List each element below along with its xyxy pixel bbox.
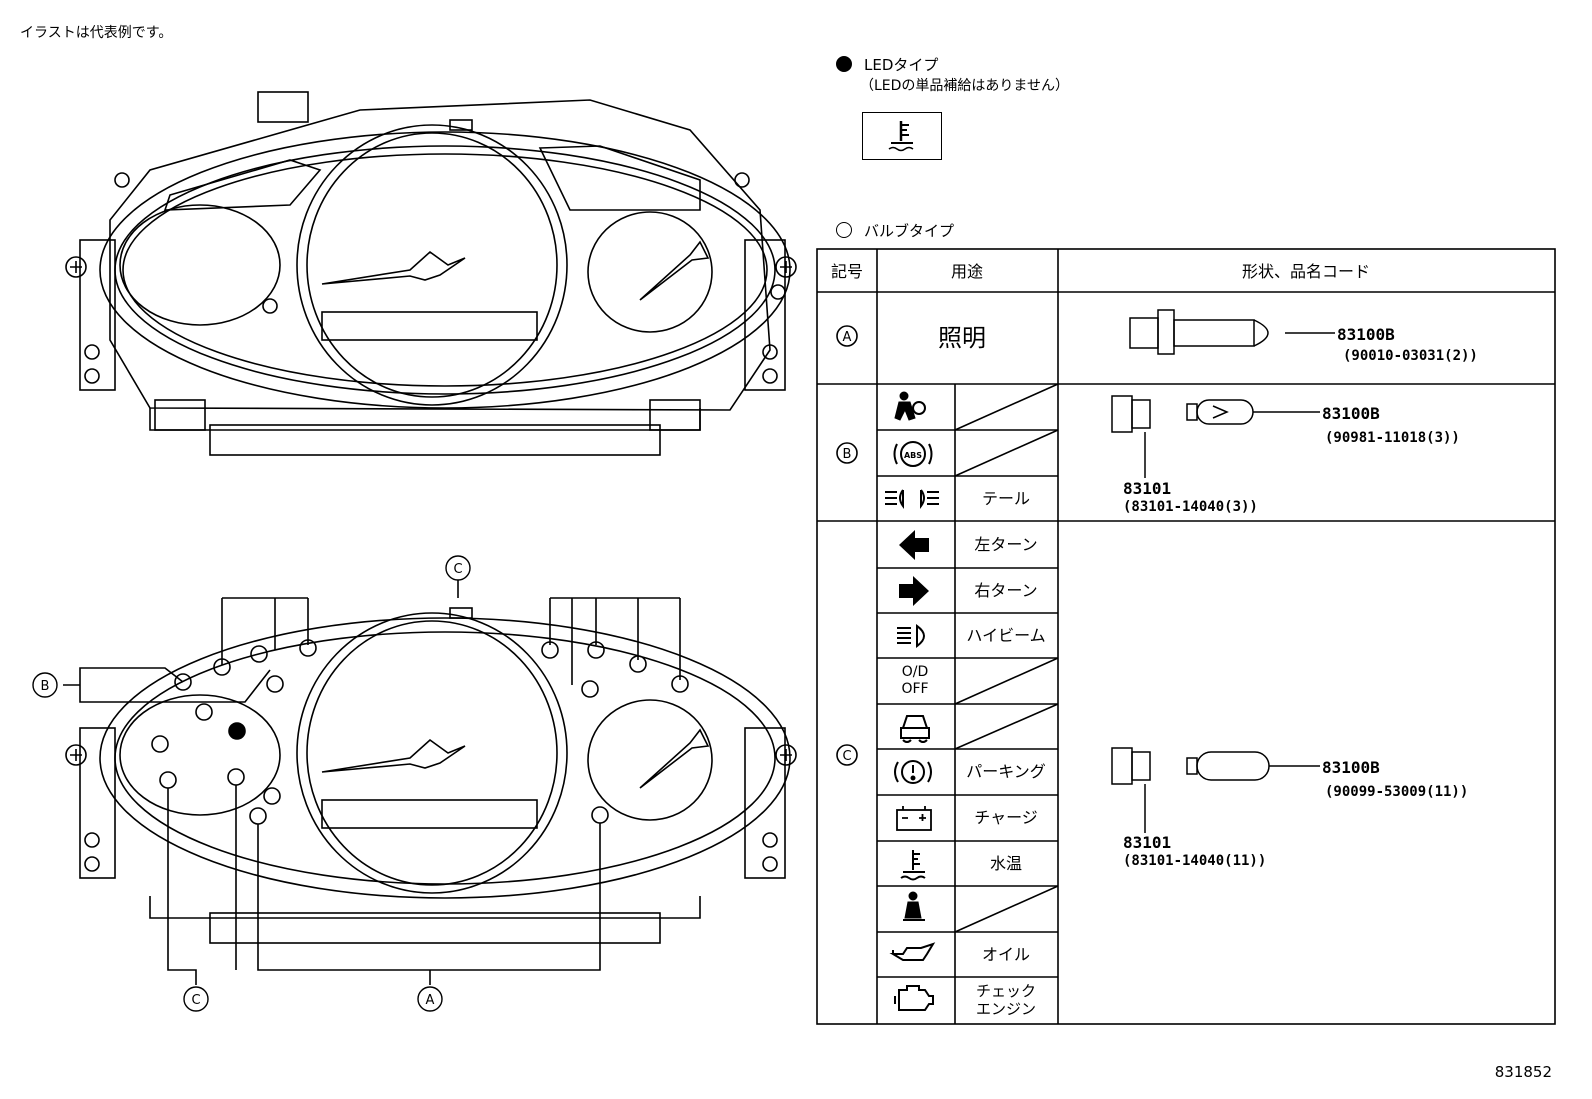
callout-a-bottom: [417, 986, 443, 1012]
socket-number-b: 83101: [1123, 479, 1171, 498]
bottom-cluster-drawing: [63, 580, 797, 985]
led-legend-title: LEDタイプ: [864, 56, 939, 74]
bulb-legend-title: バルブタイプ: [864, 222, 955, 240]
socket-number-c: 83101: [1123, 833, 1171, 852]
seatbelt-icon: [903, 891, 925, 921]
left-turn-arrow-icon: [899, 530, 929, 560]
label-check-engine-1: チェック: [976, 982, 1036, 1000]
symbol-a-circle: [836, 325, 858, 347]
label-check-engine-2: エンジン: [976, 1000, 1036, 1018]
wedge-bulb-a-icon: [1129, 309, 1335, 355]
parts-table: 記号 用途 形状、品名コード A B C 照明 83100B (90010-03…: [816, 248, 1556, 1025]
illustration-note: イラストは代表例です。: [20, 25, 173, 41]
label-tail: テール: [982, 489, 1030, 508]
parking-brake-icon: [894, 760, 932, 784]
od-label-1: O/D: [902, 664, 929, 680]
symbol-b-label: B: [843, 447, 852, 462]
tail-light-icon: [885, 489, 939, 510]
label-left-turn: 左ターン: [974, 535, 1037, 554]
header-part-code: 形状、品名コード: [1242, 262, 1370, 281]
header-symbol: 記号: [831, 262, 863, 281]
part-number-b: 83100B: [1322, 404, 1380, 423]
callout-c-top: [445, 555, 471, 581]
part-code-b: (90981-11018(3)): [1325, 430, 1460, 446]
figure-id: 831852: [1494, 1063, 1552, 1081]
callout-a-bottom-label: A: [426, 993, 435, 1008]
callout-b-left: [32, 672, 58, 698]
bulb-legend: バルブタイプ: [836, 220, 954, 241]
usage-illumination: 照明: [938, 324, 986, 352]
led-legend: LEDタイプ （LEDの単品補給はありません）: [836, 54, 1069, 95]
symbol-c-circle: [836, 744, 858, 766]
right-turn-arrow-icon: [899, 576, 929, 606]
top-cluster-drawing: [65, 91, 797, 456]
callout-c-bottom: [183, 986, 209, 1012]
label-high-beam: ハイビーム: [966, 626, 1045, 645]
diagram-callouts: [32, 555, 471, 1012]
socket-bulb-c-icon: [1111, 747, 1320, 833]
charge-battery-icon: [896, 806, 932, 831]
abs-warning-icon: [893, 441, 933, 467]
header-usage: 用途: [951, 262, 983, 281]
high-beam-icon: [897, 624, 925, 648]
label-parking: パーキング: [966, 762, 1046, 781]
part-number-c: 83100B: [1322, 758, 1380, 777]
socket-code-c: (83101-14040(11)): [1123, 853, 1266, 869]
callout-b-left-label: B: [41, 679, 50, 694]
label-oil: オイル: [982, 945, 1030, 964]
hollow-dot-icon: [836, 222, 852, 238]
label-right-turn: 右ターン: [974, 581, 1037, 600]
airbag-warning-icon: [894, 391, 926, 421]
oil-pressure-icon: [889, 942, 936, 961]
water-temp-icon: [900, 850, 926, 881]
cluster-diagrams: C B C A: [32, 91, 797, 1012]
part-code-c: (90099-53009(11)): [1325, 784, 1468, 800]
slip-indicator-icon: [900, 715, 930, 743]
part-number-a: 83100B: [1337, 325, 1395, 344]
callout-c-bottom-label: C: [191, 993, 200, 1008]
label-charge: チャージ: [974, 808, 1038, 827]
symbol-c-label: C: [842, 749, 851, 764]
led-legend-note: （LEDの単品補給はありません）: [860, 78, 1070, 94]
socket-code-b: (83101-14040(3)): [1123, 499, 1258, 515]
symbol-b-circle: [836, 442, 858, 464]
callout-c-top-label: C: [453, 562, 462, 577]
led-water-temp-box: [862, 112, 942, 160]
part-code-a: (90010-03031(2)): [1343, 348, 1478, 364]
symbol-a-label: A: [843, 330, 852, 345]
svg-text:ABS: ABS: [904, 451, 922, 460]
filled-dot-icon: [836, 56, 852, 72]
od-label-2: OFF: [901, 681, 928, 697]
check-engine-icon: [894, 985, 934, 1011]
socket-bulb-b-icon: [1111, 395, 1320, 478]
label-water-temp: 水温: [990, 854, 1022, 873]
water-temp-icon: [888, 121, 914, 152]
